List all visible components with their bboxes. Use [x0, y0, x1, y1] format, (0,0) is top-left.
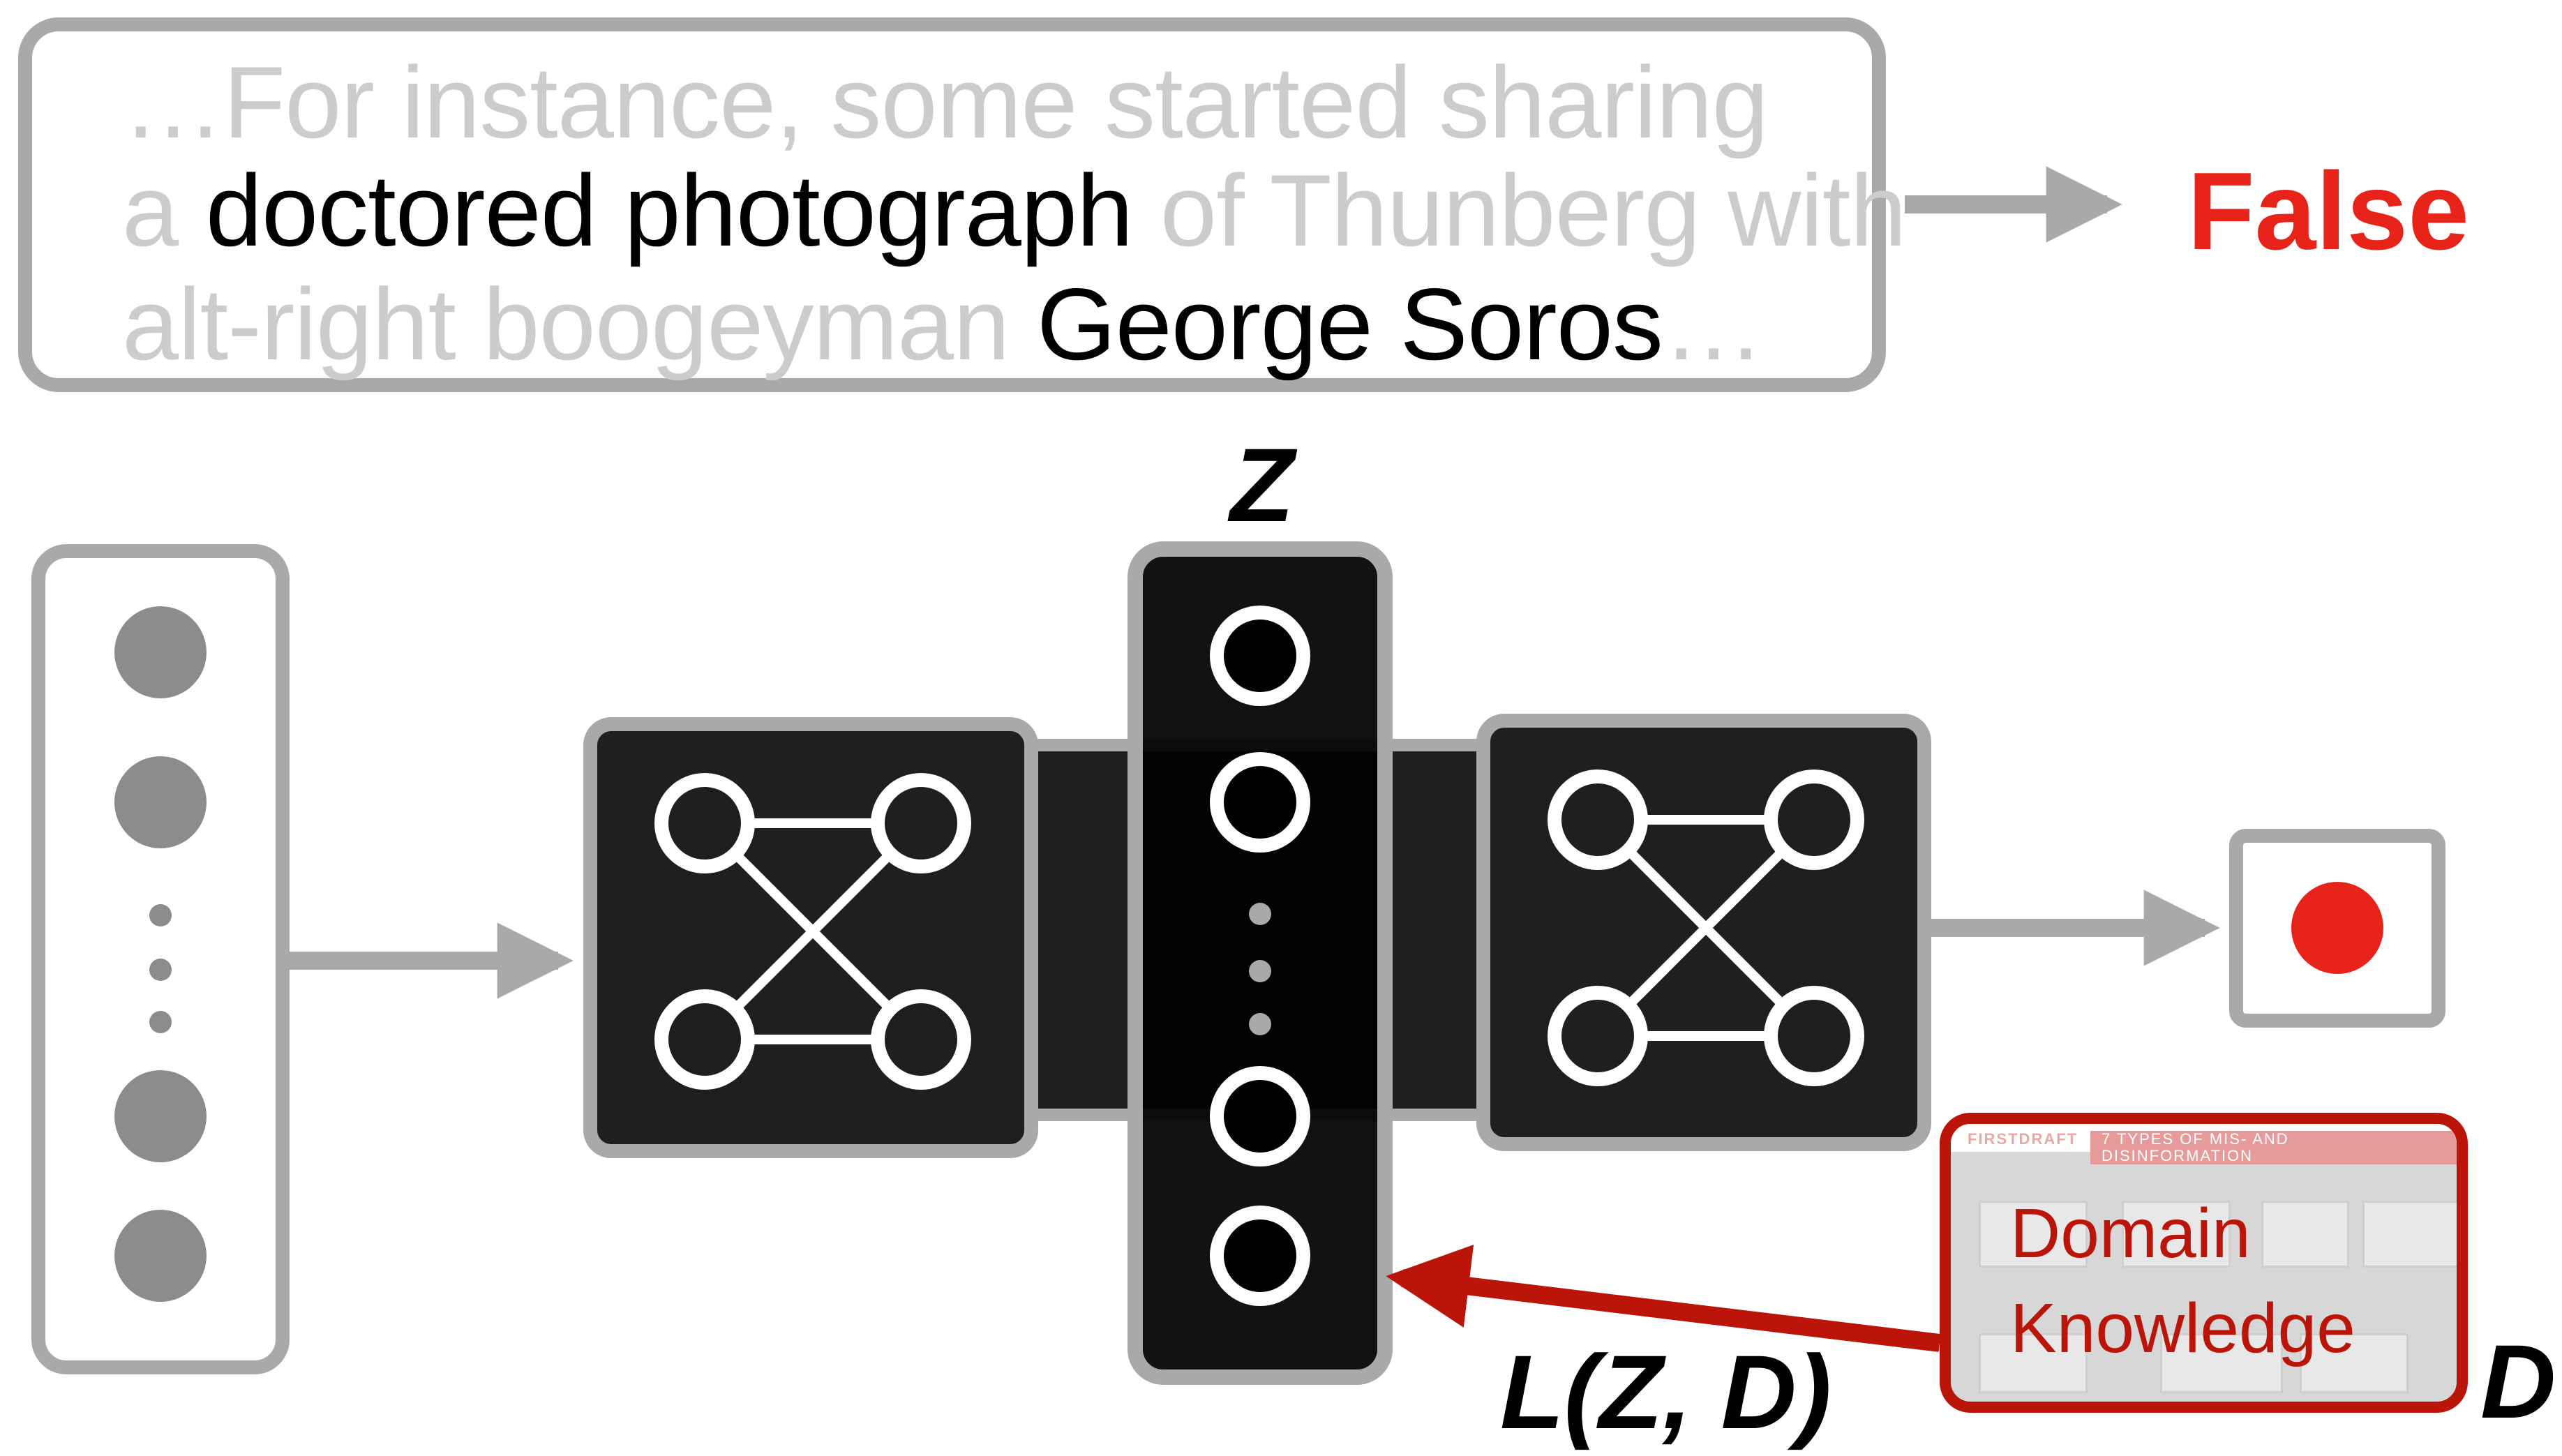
encoder-node [871, 989, 971, 1090]
loss-label: L(Z, D) [1500, 1333, 1831, 1450]
claim-line-2: a doctored photograph of Thunberg with [122, 153, 1907, 267]
claim-line-2-text: a [122, 153, 206, 267]
claim-line-1: …For instance, some started sharing [122, 45, 1769, 159]
dk-subtitle: 7 TYPES OF MIS- AND DISINFORMATION [2090, 1131, 2457, 1164]
input-ellipsis-dot [149, 1011, 172, 1033]
dk-card [2261, 1201, 2349, 1268]
latent-node [1210, 1066, 1310, 1166]
loss-arrow [1386, 1245, 1941, 1352]
input-ellipsis-dot [149, 959, 172, 981]
dk-infographic-header: FIRSTDRAFT 7 TYPES OF MIS- AND DISINFORM… [1951, 1124, 2457, 1164]
dk-card [1979, 1201, 2088, 1268]
knowledge-symbol-label: D [2480, 1323, 2556, 1440]
claim-line-2-highlight: doctored photograph [205, 153, 1134, 267]
claim-line-3-text: alt-right boogeyman [122, 267, 1037, 381]
dk-card [2160, 1333, 2283, 1393]
decoder-node [1548, 986, 1648, 1086]
claim-line-3-tail: … [1662, 267, 1765, 381]
dk-brand: FIRSTDRAFT [1968, 1130, 2078, 1148]
dk-card [2300, 1333, 2409, 1393]
decoder-node [1548, 770, 1648, 870]
input-node [114, 756, 207, 848]
encoder-node [654, 773, 755, 873]
input-ellipsis-dot [149, 904, 172, 926]
latent-node [1210, 752, 1310, 853]
dk-card [1979, 1333, 2088, 1393]
latent-node [1210, 606, 1310, 706]
latent-ellipsis-dot [1249, 903, 1271, 925]
claim-line-2-tail: of Thunberg with [1132, 153, 1907, 267]
latent-node [1210, 1206, 1310, 1306]
claim-text-box [18, 17, 1886, 392]
verdict-label: False [2187, 150, 2470, 273]
latent-label: Z [1230, 426, 1294, 543]
latent-ellipsis-dot [1249, 1013, 1271, 1035]
claim-line-1-text: …For instance, some started sharing [122, 45, 1769, 159]
encoder-node [654, 989, 755, 1090]
encoder-node [871, 773, 971, 873]
decoder-node [1764, 770, 1864, 870]
dk-card [2122, 1201, 2231, 1268]
domain-knowledge-box: FIRSTDRAFT 7 TYPES OF MIS- AND DISINFORM… [1940, 1113, 2468, 1413]
domain-knowledge-line-1: Domain [2010, 1194, 2251, 1273]
domain-knowledge-line-2: Knowledge [2010, 1289, 2355, 1367]
input-node [114, 606, 207, 698]
claim-line-3-highlight: George Soros [1036, 267, 1663, 381]
latent-ellipsis-dot [1249, 960, 1271, 982]
input-node [114, 1070, 207, 1162]
input-node [114, 1210, 207, 1302]
decoder-node [1764, 986, 1864, 1086]
output-node [2291, 882, 2383, 974]
dk-card [2362, 1201, 2457, 1268]
claim-line-3: alt-right boogeyman George Soros… [122, 267, 1765, 381]
